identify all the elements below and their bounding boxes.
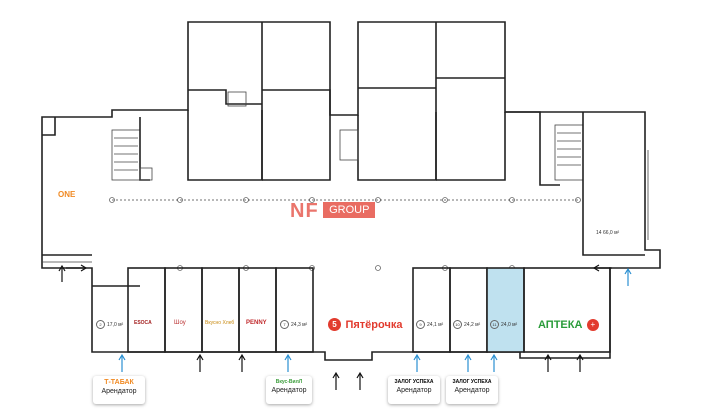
nf-group-logo: NF GROUP xyxy=(290,200,376,223)
entrance-arrows xyxy=(58,264,632,390)
brand-pyaterochka: 5 Пятёрочка xyxy=(328,316,402,334)
unit-14-area: 66,0 м² xyxy=(602,230,620,236)
brand-vkusno-hleb: Вкусно Хлеб xyxy=(205,320,235,326)
unit-2-number: 2 xyxy=(96,320,105,329)
unit-2-area: 17,0 м² xyxy=(107,321,124,328)
tenant-card-sub: Арендатор xyxy=(101,388,137,395)
unit-11-highlight xyxy=(486,267,525,353)
brand-apteka: АПТЕКА + xyxy=(538,316,599,334)
apteka-icon: + xyxy=(586,318,599,331)
shop-units xyxy=(127,267,611,353)
unit-10-area: 24,2 м² xyxy=(464,321,481,328)
unit-14-label: 14 66,0 м² xyxy=(596,230,619,236)
unit-10-number: 10 xyxy=(453,320,462,329)
tenant-card-sub: Арендатор xyxy=(271,387,307,394)
pyaterochka-text: Пятёрочка xyxy=(345,318,403,331)
brand-esoca: ESOCA xyxy=(134,320,152,326)
unit-14-number: 14 xyxy=(596,230,602,236)
tenant-card-title: ЗАЛОГ УСПЕХА xyxy=(394,379,434,385)
unit-7-area: 24,3 м² xyxy=(291,321,308,328)
apteka-text: АПТЕКА xyxy=(538,318,583,331)
unit-11-number: 11 xyxy=(490,320,499,329)
unit-9-area: 24,1 м² xyxy=(427,321,444,328)
tenant-card-zalog-1: ЗАЛОГ УСПЕХА Арендатор xyxy=(388,376,440,404)
tenant-card-title: ЗАЛОГ УСПЕХА xyxy=(452,379,492,385)
tenant-card-sub: Арендатор xyxy=(454,387,490,394)
brand-one: ONE xyxy=(58,190,76,199)
tenant-card-title: Т-ТАБАК xyxy=(104,379,134,386)
unit-7-number: 7 xyxy=(280,320,289,329)
building-outline xyxy=(41,21,661,361)
tenant-card-vkusvill: Вкус-ВилЛ Арендатор xyxy=(266,376,312,404)
pyaterochka-icon: 5 xyxy=(328,318,341,332)
stair-left xyxy=(111,129,141,181)
unit-11-area: 24,0 м² xyxy=(501,321,518,328)
tenant-card-zalog-2: ЗАЛОГ УСПЕХА Арендатор xyxy=(446,376,498,404)
tenant-card-t-tabak: Т-ТАБАК Арендатор xyxy=(93,376,145,404)
logo-prefix: NF xyxy=(290,200,319,222)
tenant-card-sub: Арендатор xyxy=(396,387,432,394)
brand-shou: Шоу xyxy=(174,320,186,326)
unit-9-number: 9 xyxy=(416,320,425,329)
logo-suffix: GROUP xyxy=(323,202,376,218)
brand-penny: PENNY xyxy=(246,320,267,326)
tenant-card-title: Вкус-ВилЛ xyxy=(275,379,303,385)
